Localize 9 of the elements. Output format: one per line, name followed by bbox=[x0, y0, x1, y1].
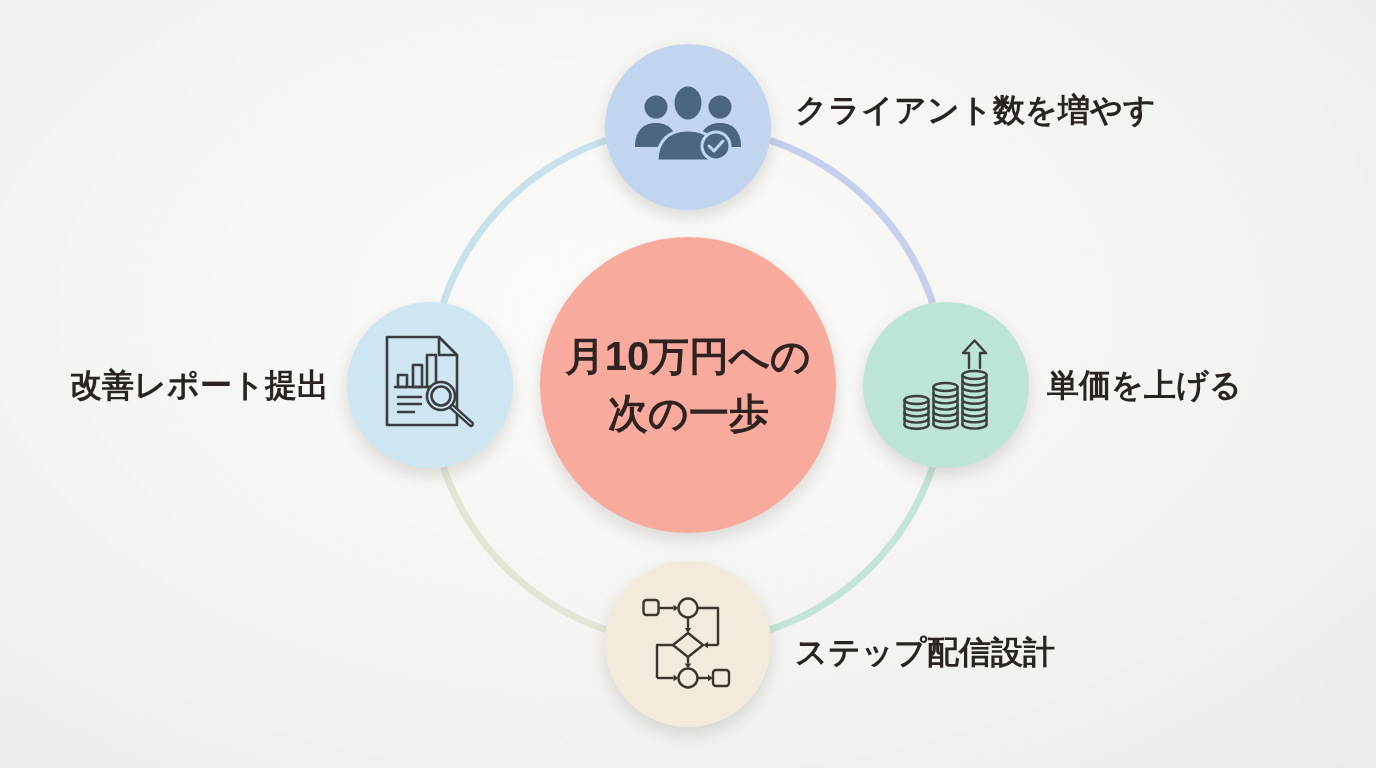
ring-connector bbox=[768, 465, 936, 633]
ring-connector bbox=[768, 137, 936, 305]
step-label: ステップ配信設計 bbox=[795, 632, 1055, 672]
step-label: クライアント数を増やす bbox=[795, 90, 1156, 130]
step-label: 改善レポート提出 bbox=[70, 365, 329, 405]
ring-connector bbox=[440, 137, 608, 305]
step-label: 単価を上げる bbox=[1047, 365, 1242, 405]
ring-connector bbox=[440, 465, 608, 633]
goal-text: 月10万円への次の一歩 bbox=[563, 333, 813, 437]
